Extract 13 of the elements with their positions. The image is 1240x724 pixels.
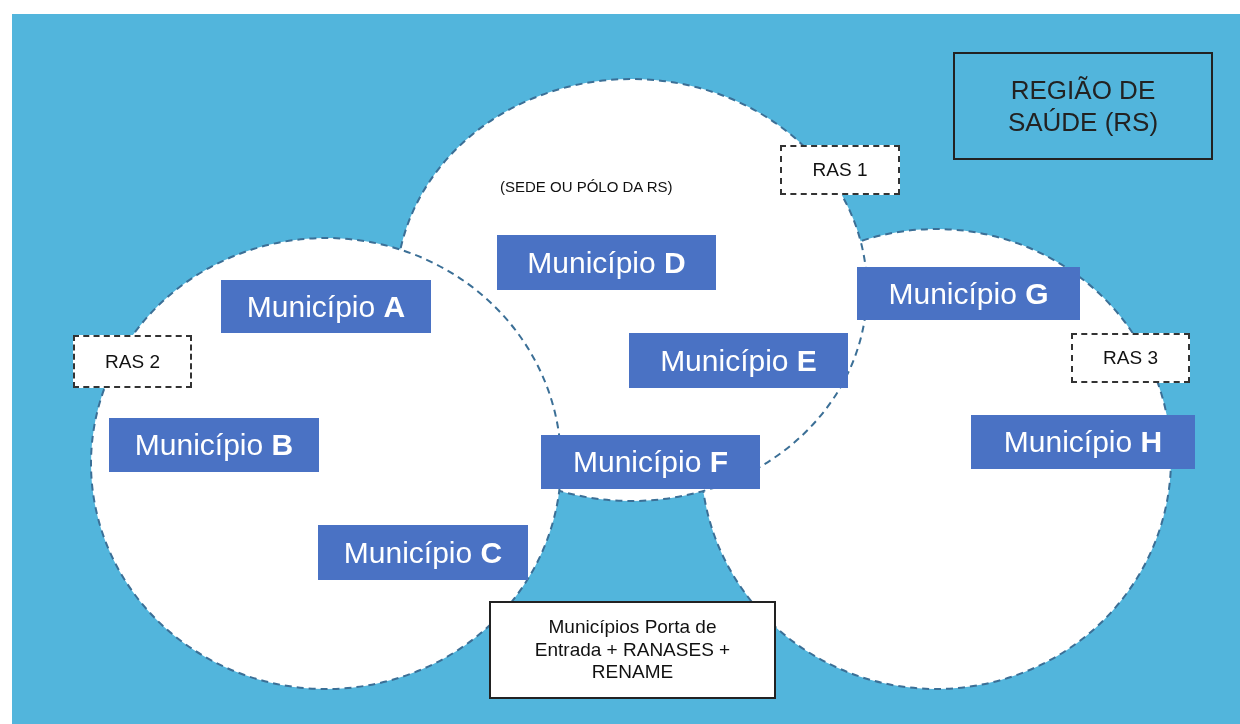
municipality-box: Município E — [629, 333, 848, 388]
network-tag: RAS 2 — [73, 335, 192, 388]
municipality-box: Município G — [857, 267, 1080, 320]
municipality-box: Município H — [971, 415, 1195, 469]
municipality-box: Município C — [318, 525, 528, 580]
note-box: Municípios Porta de Entrada + RANASES + RENAME — [489, 601, 776, 699]
network-tag: RAS 1 — [780, 145, 900, 195]
region-label: REGIÃO DE SAÚDE (RS) — [953, 52, 1213, 160]
municipality-box: Município B — [109, 418, 319, 472]
network-tag: RAS 3 — [1071, 333, 1190, 383]
circle-caption: (SEDE OU PÓLO DA RS) — [500, 178, 673, 195]
municipality-box: Município D — [497, 235, 716, 290]
municipality-box: Município A — [221, 280, 431, 333]
